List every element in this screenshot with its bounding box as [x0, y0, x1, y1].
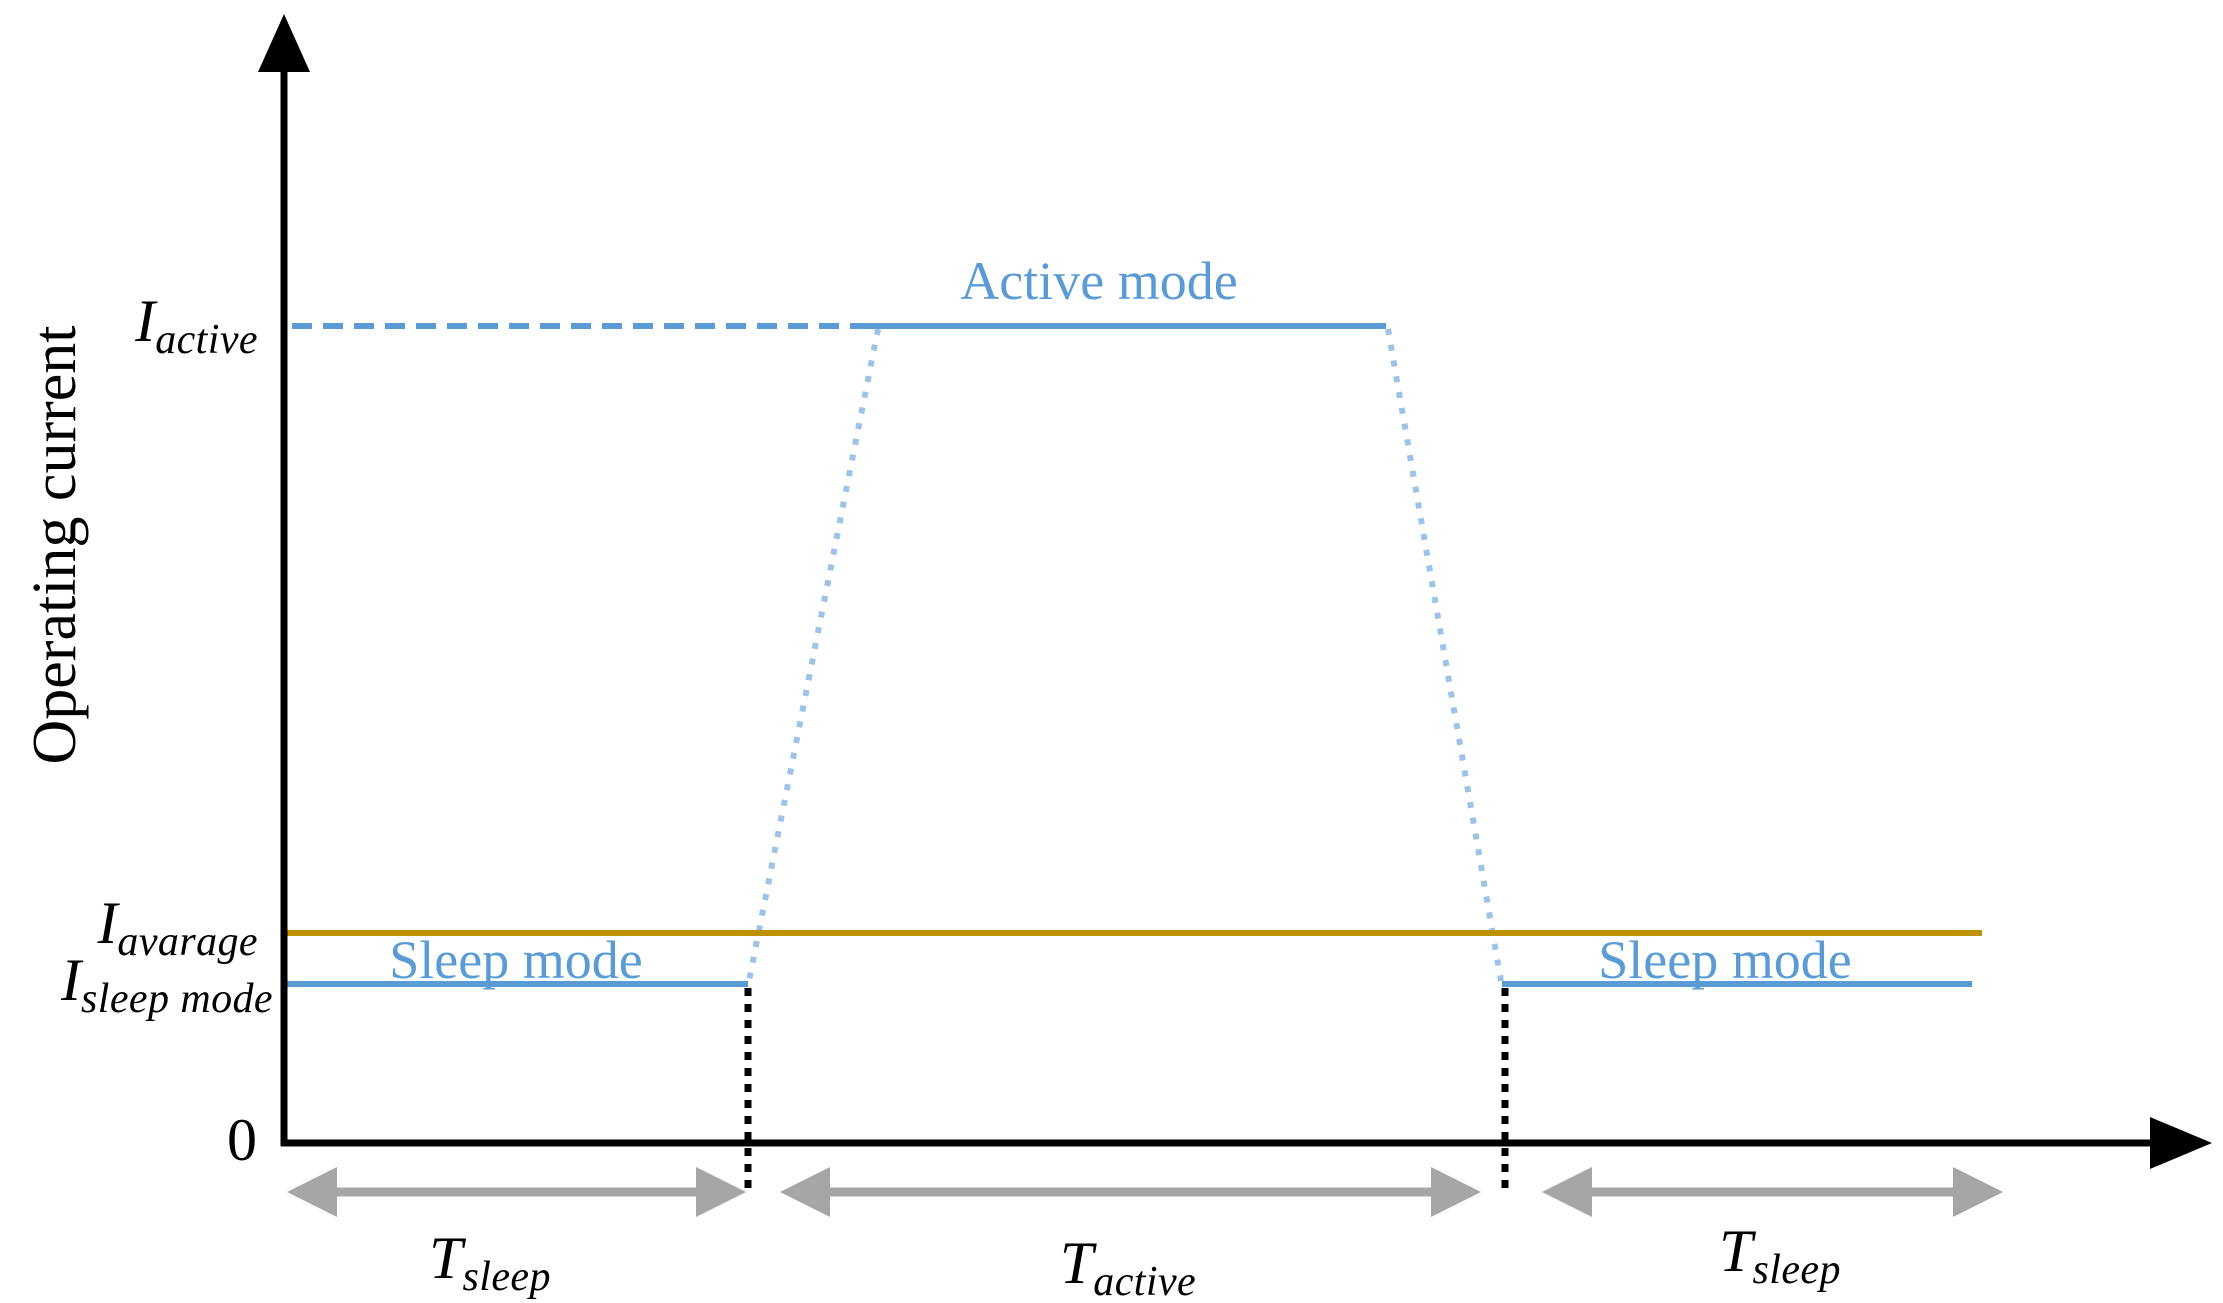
t-sleep-right-label-sub: sleep — [1752, 1246, 1841, 1293]
i-active-label-sub: active — [155, 316, 258, 363]
t-sleep-right-arrowhead-left-icon — [1542, 1167, 1592, 1217]
t-sleep-left-label-main: T — [429, 1225, 463, 1292]
t-sleep-right-label-main: T — [1719, 1218, 1753, 1285]
t-sleep-left-label-sub: sleep — [462, 1253, 551, 1300]
i-active-label: Iactive — [135, 291, 258, 361]
t-sleep-right-arrowhead-right-icon — [1953, 1167, 2003, 1217]
t-active-arrow — [780, 1167, 1481, 1217]
i-avarage-label: Iavarage — [97, 893, 258, 963]
i-sleep-mode-label-sub: sleep mode — [81, 975, 273, 1022]
i-sleep-mode-label-main: I — [61, 947, 82, 1014]
active-mode-annotation: Active mode — [960, 251, 1238, 311]
origin-zero-label: 0 — [227, 1107, 257, 1173]
ramp-down-transition-line — [1385, 328, 1504, 982]
i-active-label-main: I — [135, 288, 156, 355]
ramp-up-transition-line — [746, 328, 881, 982]
y-axis-title: Operating current — [21, 325, 89, 765]
t-active-label-main: T — [1059, 1230, 1094, 1297]
t-active-label: Tactive — [1060, 1233, 1196, 1303]
i-sleep-mode-label: Isleep mode — [61, 950, 273, 1020]
t-sleep-left-arrowhead-left-icon — [287, 1167, 337, 1217]
t-sleep-left-arrow — [287, 1167, 746, 1217]
i-avarage-label-main: I — [97, 890, 118, 957]
y-axis-arrowhead-icon — [258, 14, 310, 72]
t-active-arrowhead-left-icon — [780, 1167, 830, 1217]
t-sleep-left-arrowhead-right-icon — [696, 1167, 746, 1217]
t-sleep-right-label: Tsleep — [1719, 1221, 1841, 1291]
x-axis-arrowhead-icon — [2150, 1117, 2212, 1169]
sleep-mode-annotation-right: Sleep mode — [1598, 930, 1852, 990]
t-active-arrowhead-right-icon — [1431, 1167, 1481, 1217]
t-active-label-sub: active — [1093, 1258, 1197, 1303]
t-sleep-left-label: Tsleep — [429, 1228, 551, 1298]
sleep-mode-annotation-left: Sleep mode — [389, 930, 643, 990]
i-avarage-label-sub: avarage — [117, 918, 258, 965]
t-sleep-right-arrow — [1542, 1167, 2003, 1217]
